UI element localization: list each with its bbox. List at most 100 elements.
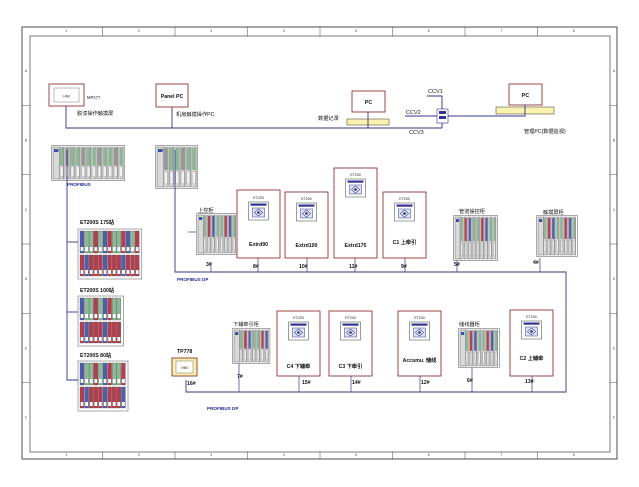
station-name: 上控柜 bbox=[198, 206, 214, 214]
module-label: ET200 bbox=[253, 196, 264, 200]
module-label: ET200 bbox=[414, 316, 425, 320]
station-c4: ET200 C4 下辅牵 15# bbox=[276, 310, 321, 386]
ruler-row-label: D bbox=[25, 277, 28, 281]
ruler-col-label: 4 bbox=[283, 29, 285, 33]
hmi-box-label: HMI bbox=[63, 95, 70, 99]
ruler-col-label: 7 bbox=[500, 453, 502, 457]
ruler-col-label: 2 bbox=[138, 29, 140, 33]
station-addr: 15# bbox=[302, 380, 311, 386]
station-addr: 10# bbox=[299, 264, 308, 270]
pc-mgmt-label: PC bbox=[522, 93, 529, 99]
ruler-row-label: C bbox=[25, 208, 28, 212]
station-name: C3 下牵引 bbox=[339, 362, 363, 370]
left-profibus-wires bbox=[66, 150, 567, 381]
pc-data-record: PC 数据记录 bbox=[318, 90, 390, 126]
rack-layer bbox=[51, 145, 198, 412]
upper-bus-wires bbox=[188, 231, 541, 272]
module-label: ET200 bbox=[350, 173, 361, 177]
ruler-col-label: 5 bbox=[355, 453, 357, 457]
station-touch-panel: 触摸屏柜 4# bbox=[533, 208, 578, 266]
ethernet-wires bbox=[65, 95, 526, 129]
ccv3-label: CCV3 bbox=[409, 130, 424, 136]
ccv1-label: CCV1 bbox=[428, 89, 443, 95]
ruler-col-label: 8 bbox=[573, 29, 575, 33]
ruler-row-label: B bbox=[613, 139, 616, 143]
station-name: Extrd100 bbox=[296, 243, 318, 249]
station-addr: 6# bbox=[467, 378, 473, 384]
ccv2-label: CCV2 bbox=[406, 110, 421, 116]
hmi-model: MP277 bbox=[87, 95, 101, 100]
ruler-row-label: C bbox=[613, 208, 616, 212]
station-pipe-control: 管道操控柜 5# bbox=[453, 207, 498, 268]
station-name: C2 上辅牵 bbox=[520, 354, 544, 362]
et200s-rack bbox=[77, 228, 143, 280]
station-name: Extrd90 bbox=[249, 242, 268, 248]
hmi-caption: 脱漆操作触摸屏 bbox=[77, 109, 113, 117]
ruler-col-label: 6 bbox=[428, 29, 430, 33]
station-addr: 11# bbox=[349, 264, 357, 270]
ruler-row-label: E bbox=[613, 347, 616, 351]
lower-bus-drops bbox=[238, 363, 533, 392]
ruler-row-label: F bbox=[25, 416, 28, 420]
io-rack bbox=[232, 328, 271, 364]
upper-bus-label: PROFIBUS DP bbox=[177, 277, 208, 282]
ruler-row-label: B bbox=[25, 139, 28, 143]
module-label: ET200 bbox=[345, 316, 356, 320]
station-name: C4 下辅牵 bbox=[287, 362, 311, 370]
hmi-mp277: HMI MP277 脱漆操作触摸屏 bbox=[48, 83, 113, 117]
ruler-col-label: 8 bbox=[573, 453, 575, 457]
ruler-row-label: D bbox=[613, 277, 616, 281]
ruler-col-label: 2 bbox=[138, 453, 140, 457]
station-extrd175: ET200 Extrd175 11# bbox=[333, 167, 378, 270]
station-addr: 12# bbox=[421, 380, 430, 386]
io-rack bbox=[458, 328, 500, 368]
station-name: 触摸屏柜 bbox=[543, 208, 564, 216]
station-c1: ET200 C1 上牵引 9# bbox=[382, 191, 427, 270]
module-label: ET200 bbox=[399, 197, 410, 201]
panel-pc: Panel PC 机房触摸操作PC bbox=[155, 83, 215, 118]
et200s-100-label: ET200S 100站 bbox=[80, 286, 115, 294]
station-addr: 7# bbox=[237, 374, 243, 380]
io-rack bbox=[453, 215, 498, 261]
station-name: 下辅牵引柜 bbox=[233, 320, 259, 328]
panel-pc-label: Panel PC bbox=[161, 94, 184, 100]
io-rack bbox=[51, 145, 125, 181]
module-label: ET200 bbox=[526, 315, 537, 319]
et200s-rack bbox=[77, 360, 129, 412]
tp778-addr: 16# bbox=[187, 381, 196, 387]
pc-data-label: PC bbox=[365, 100, 372, 106]
ruler-col-label: 6 bbox=[428, 453, 430, 457]
module-label: ET200 bbox=[293, 316, 304, 320]
station-addr: 3# bbox=[206, 262, 212, 268]
station-name: Accumu. 储线 bbox=[403, 356, 438, 364]
station-accumulator: ET200 Accumu. 储线 12# bbox=[397, 310, 442, 386]
io-rack bbox=[536, 215, 578, 257]
pc-data-caption: 数据记录 bbox=[318, 114, 339, 122]
station-c2: ET200 C2 上辅牵 13# bbox=[509, 309, 554, 385]
station-addr: 8# bbox=[253, 264, 259, 270]
station-c3: ET200 C3 下牵引 14# bbox=[328, 310, 373, 386]
station-extrd90: ET200 Extrd90 8# bbox=[236, 189, 281, 270]
ruler-col-label: 3 bbox=[210, 29, 212, 33]
outer-frame bbox=[21, 26, 618, 460]
lower-bus-wire bbox=[185, 323, 567, 393]
ruler-col-label: 3 bbox=[210, 453, 212, 457]
station-name: C1 上牵引 bbox=[393, 238, 417, 246]
panel-pc-caption: 机房触摸操作PC bbox=[176, 110, 215, 118]
tp778-box-label: HMI bbox=[181, 366, 188, 370]
ruler-col-label: 7 bbox=[500, 29, 502, 33]
station-addr: 9# bbox=[401, 264, 407, 270]
station-accum-cabinet: 储线器柜 6# bbox=[458, 320, 500, 384]
pc-mgmt-caption: 管理PC(数据监视) bbox=[524, 127, 566, 135]
profibus-label: PROFIBUS bbox=[67, 182, 91, 187]
station-upper-control: 上控柜 3# bbox=[196, 206, 238, 268]
ruler-row-label: F bbox=[613, 416, 616, 420]
et200s-80-label: ET200S 80站 bbox=[80, 351, 112, 359]
station-name: 管道操控柜 bbox=[459, 207, 485, 215]
ruler-row-label: E bbox=[25, 347, 28, 351]
ruler-col-label: 1 bbox=[65, 29, 67, 33]
station-addr: 5# bbox=[454, 262, 460, 268]
